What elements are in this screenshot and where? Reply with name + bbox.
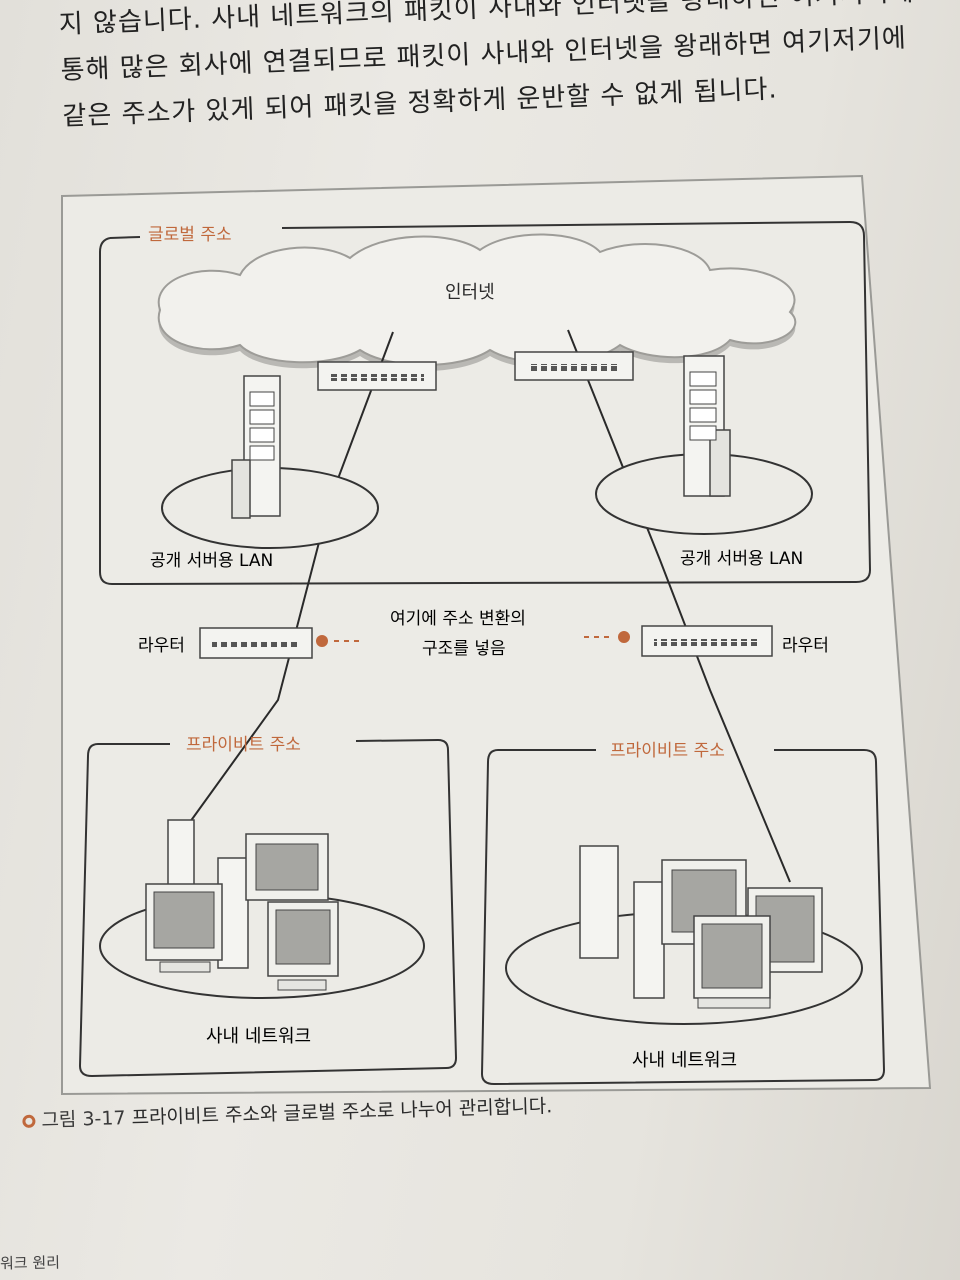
router-left-label: 라우터: [138, 636, 185, 656]
caption-bullet-icon: [22, 1114, 36, 1128]
translation-note-line-1: 여기에 주소 변환의: [390, 609, 526, 629]
page-footer: 워크 원리: [0, 1253, 61, 1273]
server-left: [231, 375, 281, 519]
pc-cluster-left: [145, 819, 339, 991]
translation-pointer-left: [316, 635, 362, 647]
left-connection-line: [189, 331, 394, 823]
public-lan-right-label: 공개 서버용 LAN: [680, 549, 803, 569]
internal-network-right-label: 사내 네트워크: [632, 1050, 737, 1071]
private-box-right: 프라이비트 주소 사내 네트워크: [480, 741, 886, 1086]
translation-pointer-right: [584, 631, 630, 643]
right-connection-line: [567, 329, 791, 883]
connection-lines: [189, 329, 791, 883]
public-lan-left-label: 공개 서버용 LAN: [150, 551, 273, 571]
switch-left-top: [317, 361, 437, 391]
figure-number: 그림 3-17: [41, 1107, 126, 1132]
translation-note-line-2: 구조를 넣음: [422, 639, 506, 659]
pc-cluster-right: [579, 845, 823, 1009]
internal-network-left-label: 사내 네트워크: [206, 1026, 311, 1047]
internet-label: 인터넷: [445, 282, 495, 303]
server-right: [683, 355, 731, 497]
public-lan-left: 공개 서버용 LAN: [150, 375, 379, 571]
router-left: [199, 627, 313, 659]
private-address-label-right: 프라이비트 주소: [610, 741, 725, 761]
switch-right-top: [514, 351, 634, 381]
private-box-left: 프라이비트 주소 사내 네트워크: [78, 735, 458, 1078]
internet-cloud: 인터넷: [157, 233, 797, 371]
router-right-label: 라우터: [782, 636, 829, 656]
router-right: [641, 625, 773, 657]
private-address-label-left: 프라이비트 주소: [186, 735, 301, 755]
global-address-label: 글로벌 주소: [148, 225, 232, 245]
public-lan-right: 공개 서버용 LAN: [595, 355, 813, 569]
global-address-box: [99, 221, 872, 586]
